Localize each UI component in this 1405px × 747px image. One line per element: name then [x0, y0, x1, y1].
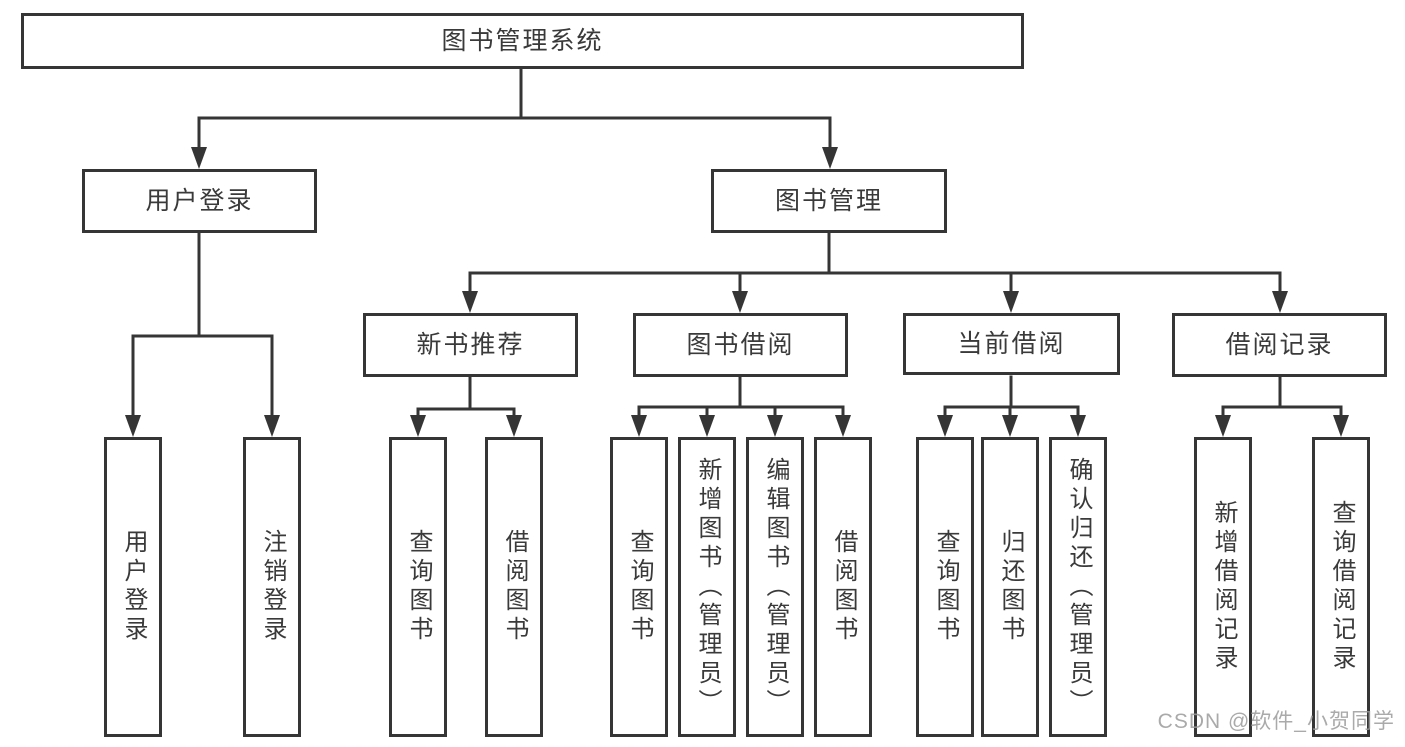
arrow-down-icon	[937, 415, 953, 437]
connector-user-login-to-leaves	[125, 231, 280, 437]
node-label: 借阅图书	[830, 529, 857, 645]
arrow-down-icon	[506, 415, 522, 437]
node-label: 用户登录	[145, 187, 254, 215]
leaf-confirm-return-admin: 确认归还（管理员）	[1049, 437, 1107, 737]
arrow-down-icon	[1272, 291, 1288, 313]
arrow-down-icon	[191, 147, 207, 169]
node-label: 查询图书	[626, 529, 653, 645]
arrow-down-icon	[264, 415, 280, 437]
arrow-down-icon	[125, 415, 141, 437]
node-borrow-record: 借阅记录	[1172, 313, 1387, 377]
leaf-query-book-current: 查询图书	[916, 437, 974, 737]
arrow-down-icon	[822, 147, 838, 169]
node-label: 新书推荐	[416, 331, 525, 359]
node-label: 归还图书	[997, 529, 1024, 645]
node-label: 图书管理系统	[441, 27, 604, 55]
connector-root-to-level2	[191, 66, 838, 169]
node-label: 借阅记录	[1225, 331, 1334, 359]
node-label: 查询图书	[405, 529, 432, 645]
arrow-down-icon	[1003, 291, 1019, 313]
leaf-query-book-borrow: 查询图书	[610, 437, 668, 737]
node-label: 注销登录	[259, 529, 286, 645]
arrow-down-icon	[699, 415, 715, 437]
node-new-book-recommend: 新书推荐	[363, 313, 578, 377]
node-label: 当前借阅	[957, 330, 1066, 358]
leaf-query-borrow-record: 查询借阅记录	[1312, 437, 1370, 737]
arrow-down-icon	[835, 415, 851, 437]
arrow-down-icon	[1215, 415, 1231, 437]
node-label: 编辑图书（管理员）	[762, 456, 789, 718]
node-label: 图书借阅	[686, 331, 795, 359]
arrow-down-icon	[462, 291, 478, 313]
arrow-down-icon	[732, 291, 748, 313]
arrow-down-icon	[410, 415, 426, 437]
leaf-add-book-admin: 新增图书（管理员）	[678, 437, 736, 737]
leaf-edit-book-admin: 编辑图书（管理员）	[746, 437, 804, 737]
node-label: 用户登录	[120, 529, 147, 645]
node-label: 借阅图书	[501, 529, 528, 645]
node-label: 查询借阅记录	[1328, 500, 1355, 674]
arrow-down-icon	[1002, 415, 1018, 437]
arrow-down-icon	[1070, 415, 1086, 437]
node-current-borrow: 当前借阅	[903, 313, 1120, 375]
connector-borrow-record-to-leaves	[1215, 375, 1349, 437]
leaf-return-book: 归还图书	[981, 437, 1039, 737]
leaf-borrow-book-recommend: 借阅图书	[485, 437, 543, 737]
node-label: 新增图书（管理员）	[694, 456, 721, 718]
node-label: 查询图书	[932, 529, 959, 645]
leaf-add-borrow-record: 新增借阅记录	[1194, 437, 1252, 737]
node-label: 确认归还（管理员）	[1065, 456, 1092, 718]
node-user-login: 用户登录	[82, 169, 317, 233]
node-root-system: 图书管理系统	[21, 13, 1024, 69]
connector-new-book-to-leaves	[410, 375, 522, 437]
connector-book-borrow-to-leaves	[631, 375, 851, 437]
connector-current-borrow-to-leaves	[937, 375, 1086, 437]
node-label: 新增借阅记录	[1210, 500, 1237, 674]
leaf-user-login: 用户登录	[104, 437, 162, 737]
leaf-borrow-book: 借阅图书	[814, 437, 872, 737]
arrow-down-icon	[631, 415, 647, 437]
arrow-down-icon	[1333, 415, 1349, 437]
leaf-logout: 注销登录	[243, 437, 301, 737]
node-book-manage: 图书管理	[711, 169, 947, 233]
node-label: 图书管理	[774, 187, 883, 215]
arrow-down-icon	[767, 415, 783, 437]
leaf-query-book-recommend: 查询图书	[389, 437, 447, 737]
connector-book-manage-to-level3	[462, 231, 1288, 313]
node-book-borrow: 图书借阅	[633, 313, 848, 377]
